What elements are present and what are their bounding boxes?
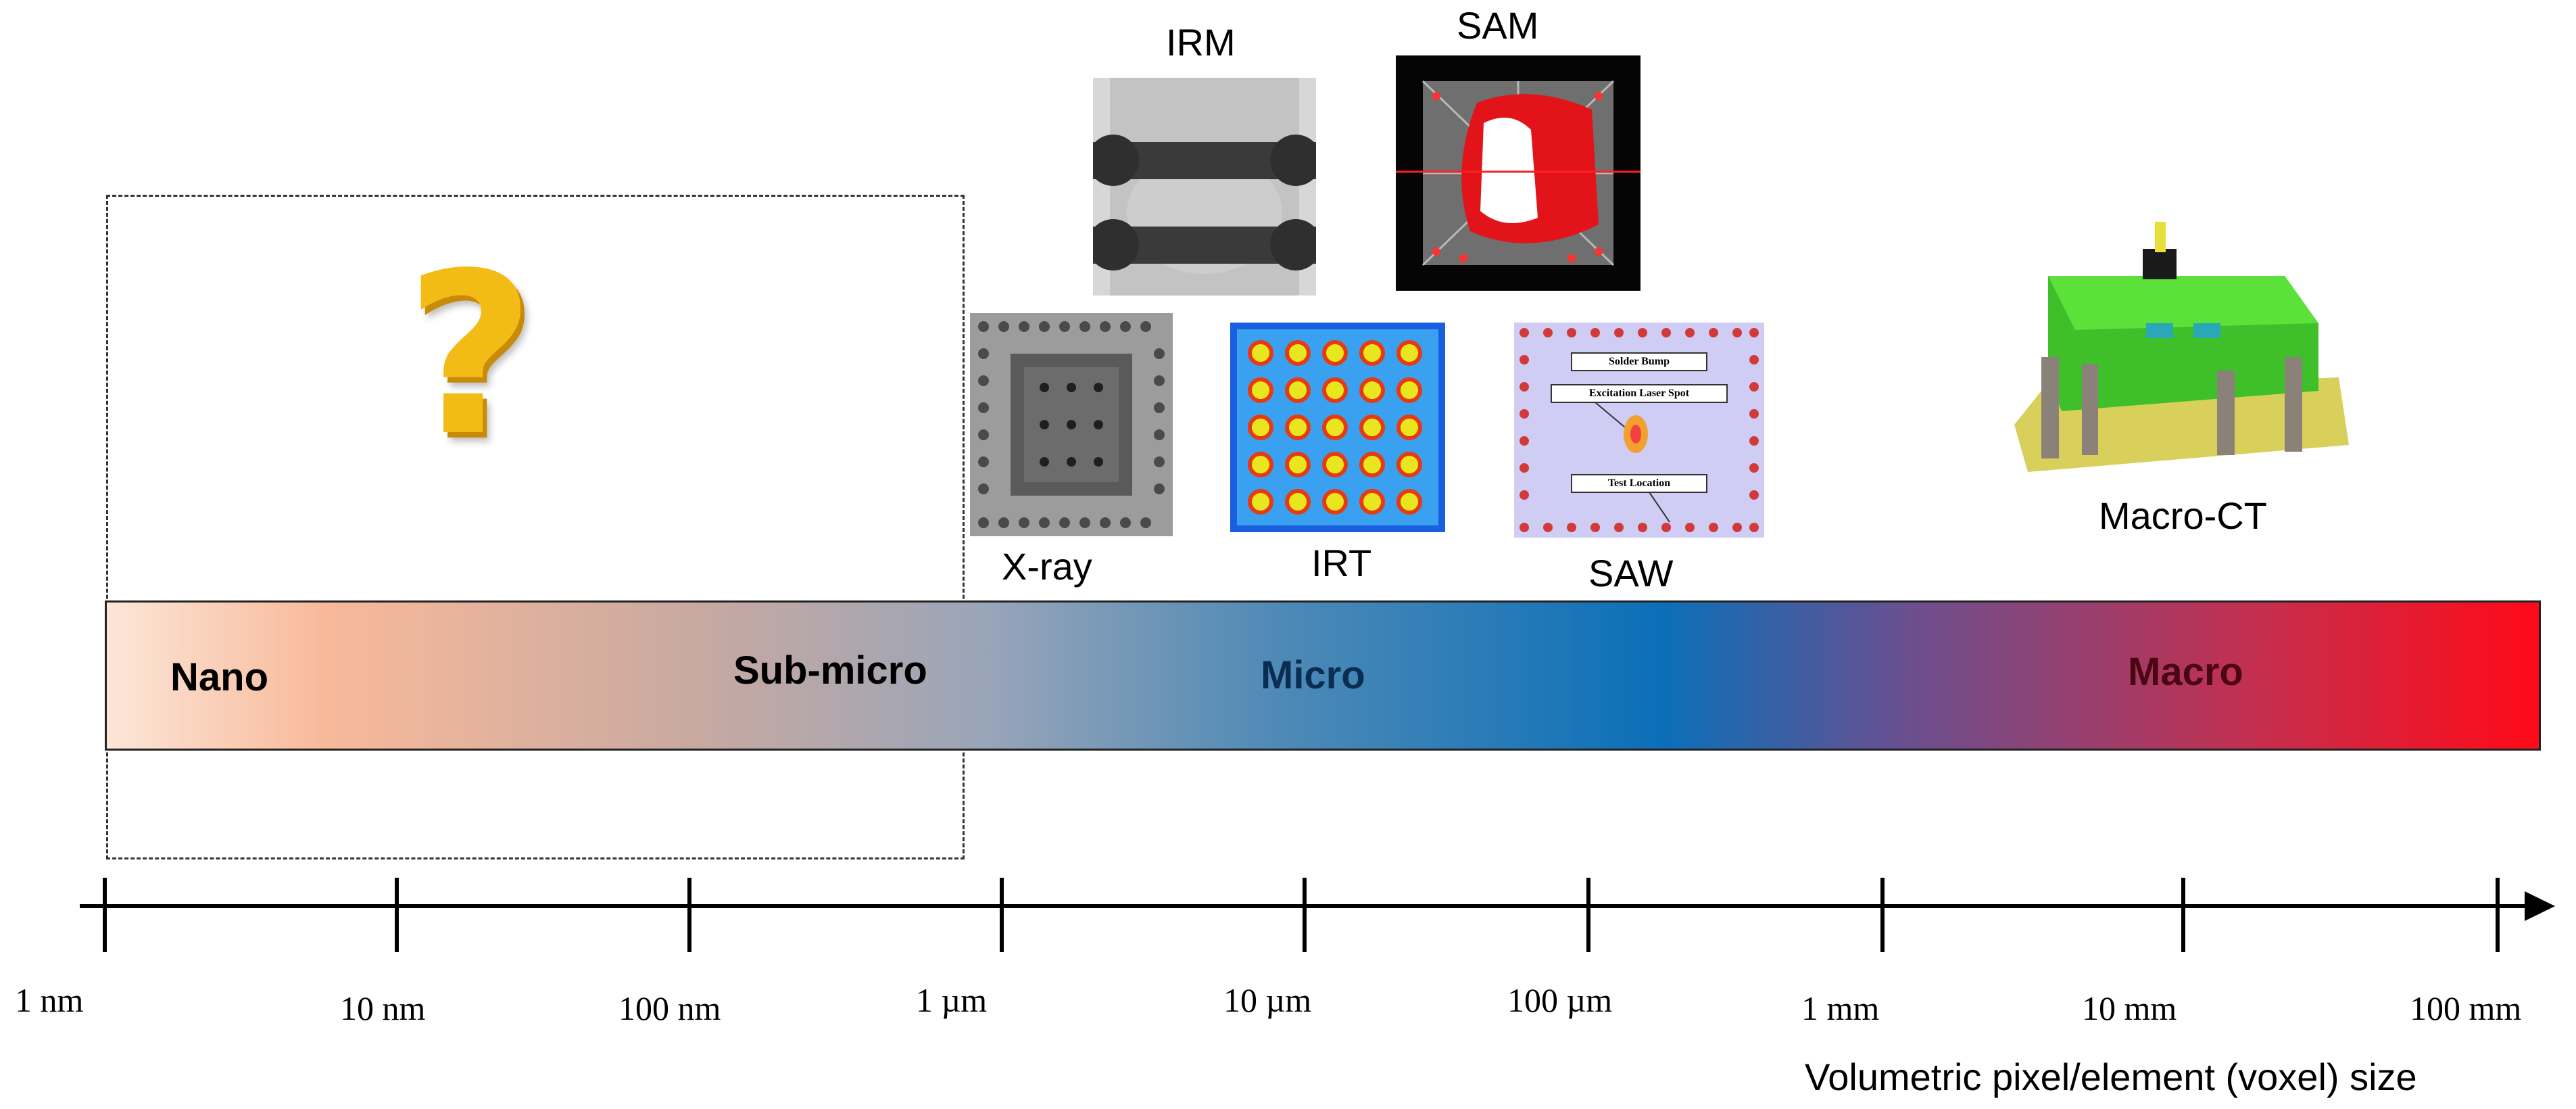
question-mark-icon: ?	[406, 225, 535, 485]
macro-ct-image	[2001, 222, 2352, 479]
nano-region-box	[106, 195, 965, 859]
axis-arrow-icon	[2525, 891, 2555, 921]
tick-label-10nm: 10 nm	[340, 989, 426, 1027]
tick-label-100um: 100 µm	[1507, 981, 1613, 1019]
tick-label-1nm: 1 nm	[15, 981, 84, 1019]
band-label-micro: Micro	[1261, 653, 1365, 697]
scale-band	[105, 600, 2541, 751]
method-label-saw: SAW	[1588, 552, 1674, 594]
tick-label-1um: 1 µm	[916, 981, 988, 1019]
saw-image: Solder Bump Excitation Laser Spot Test L…	[1514, 323, 1764, 538]
tick-label-100mm: 100 mm	[2410, 989, 2522, 1027]
irm-image	[1093, 78, 1316, 296]
saw-label-test-location: Test Location	[1607, 477, 1671, 489]
tick-label-10mm: 10 mm	[2082, 989, 2177, 1027]
method-label-xray: X-ray	[1002, 545, 1092, 588]
band-label-nano: Nano	[170, 655, 268, 699]
axis-title: Volumetric pixel/element (voxel) size	[1805, 1056, 2417, 1098]
method-label-sam: SAM	[1457, 4, 1539, 47]
tick-label-10um: 10 µm	[1223, 981, 1312, 1019]
method-label-irm: IRM	[1166, 21, 1236, 64]
saw-label-solder-bump: Solder Bump	[1609, 356, 1670, 367]
method-label-macro-ct: Macro-CT	[2099, 494, 2267, 537]
band-label-sub-micro: Sub-micro	[733, 648, 927, 692]
saw-label-excitation-spot: Excitation Laser Spot	[1588, 387, 1690, 399]
xray-image	[970, 313, 1173, 536]
voxel-size-axis	[80, 878, 2555, 952]
band-label-macro: Macro	[2128, 650, 2243, 694]
tick-label-100nm: 100 nm	[618, 989, 721, 1027]
method-label-irt: IRT	[1311, 542, 1372, 584]
sam-image	[1396, 55, 1641, 291]
irt-image	[1230, 323, 1445, 532]
tick-label-1mm: 1 mm	[1801, 989, 1880, 1027]
